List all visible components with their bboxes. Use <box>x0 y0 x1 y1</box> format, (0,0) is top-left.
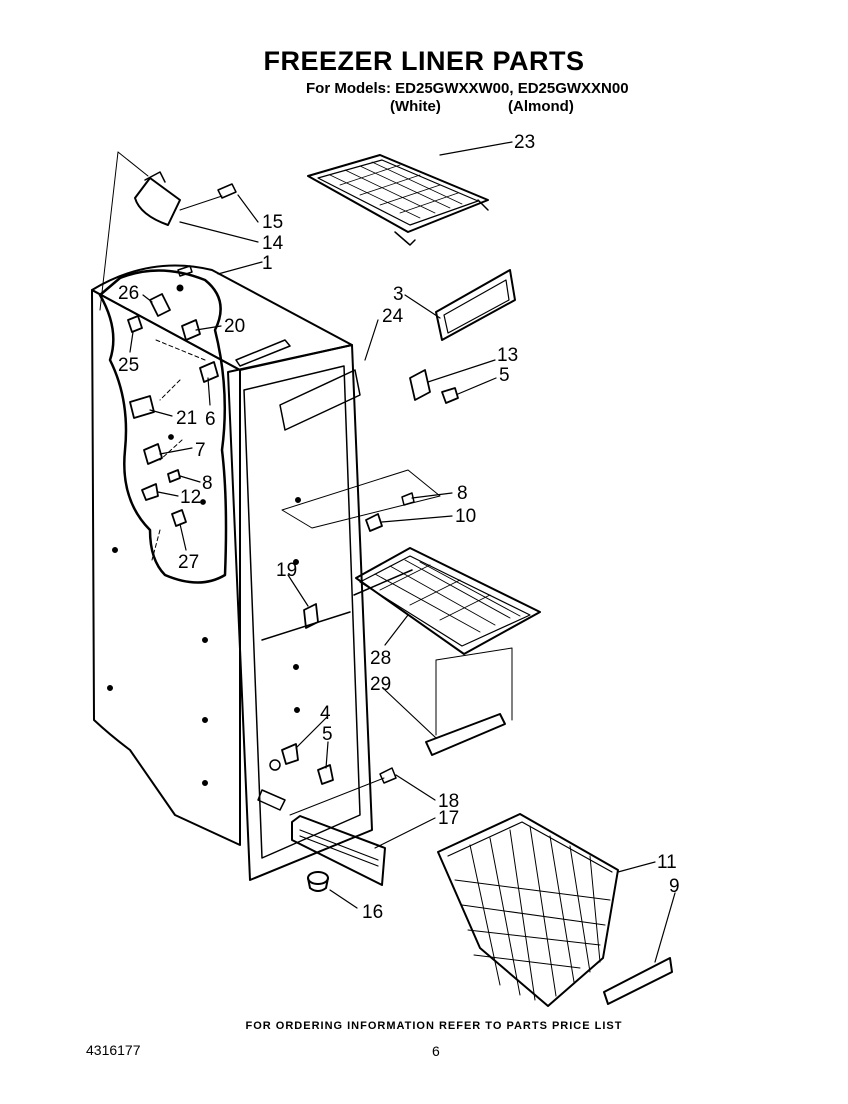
socket-part-13 <box>409 369 459 404</box>
callout-5b: 5 <box>322 724 333 745</box>
document-number: 4316177 <box>86 1042 141 1058</box>
callout-11: 11 <box>657 852 677 873</box>
foot-part-16 <box>307 871 329 892</box>
callout-8a: 8 <box>202 473 213 494</box>
callout-19: 19 <box>276 560 297 581</box>
ordering-note: FOR ORDERING INFORMATION REFER TO PARTS … <box>245 1020 623 1032</box>
callout-16: 16 <box>362 902 383 923</box>
callout-3: 3 <box>393 284 404 305</box>
screw-part-15 <box>179 183 237 211</box>
page-number: 6 <box>432 1043 440 1059</box>
page-title: FREEZER LINER PARTS <box>263 46 585 76</box>
variant-white: (White) <box>390 98 441 115</box>
callout-6: 6 <box>205 409 216 430</box>
callout-28: 28 <box>370 648 391 669</box>
callout-24: 24 <box>382 306 404 327</box>
leader-lines <box>129 141 676 963</box>
callout-13: 13 <box>497 345 518 366</box>
callout-7: 7 <box>195 440 206 461</box>
callout-23: 23 <box>514 132 535 153</box>
bracket-part-4 <box>281 743 334 785</box>
callout-12: 12 <box>180 487 201 508</box>
callout-29: 29 <box>370 674 391 695</box>
wire-shelf-part-28 <box>353 547 541 655</box>
cutaway-components <box>127 293 219 561</box>
callout-21: 21 <box>176 408 197 429</box>
models-line: For Models: ED25GWXXW00, ED25GWXXN00 <box>306 80 629 97</box>
callout-10: 10 <box>455 506 476 527</box>
callout-20: 20 <box>224 316 245 337</box>
basket-part-11 <box>437 813 619 1007</box>
grille-part-17 <box>291 815 386 886</box>
callout-15: 15 <box>262 212 283 233</box>
screw-part-18 <box>289 767 397 816</box>
callout-27: 27 <box>178 552 199 573</box>
callout-4: 4 <box>320 703 331 724</box>
callout-1: 1 <box>262 253 273 274</box>
callout-25: 25 <box>118 355 139 376</box>
variant-almond: (Almond) <box>508 98 574 115</box>
callout-17: 17 <box>438 808 459 829</box>
trim-part-9 <box>603 957 673 1005</box>
light-cover-part-3 <box>435 269 516 341</box>
callout-9: 9 <box>669 876 680 897</box>
bracket-part-19 <box>303 603 319 629</box>
callout-8b: 8 <box>457 483 468 504</box>
rail-part-29 <box>425 647 513 756</box>
callout-14: 14 <box>262 233 284 254</box>
shelf-part-23 <box>307 154 489 246</box>
callout-26: 26 <box>118 283 139 304</box>
bracket-part-14 <box>99 151 181 311</box>
callout-5a: 5 <box>499 365 510 386</box>
fittings-right <box>281 469 441 532</box>
callout-18: 18 <box>438 791 459 812</box>
callout-numbers: 23 15 14 1 26 20 25 21 6 7 8 12 27 3 24 … <box>118 132 680 923</box>
